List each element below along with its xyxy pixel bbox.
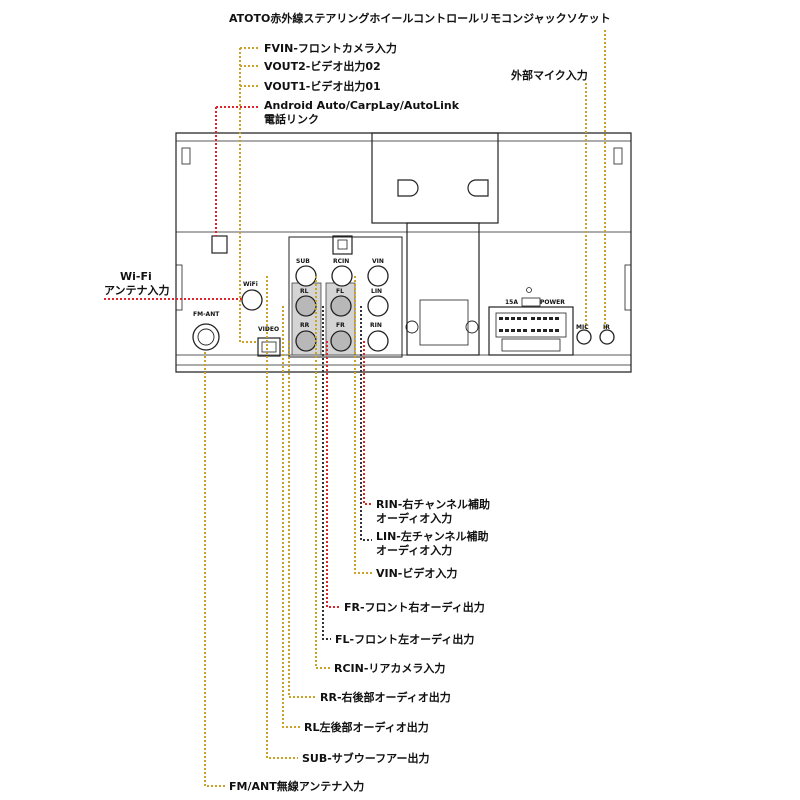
port-label-rin: RIN bbox=[370, 322, 382, 329]
port-label-vin: VIN bbox=[372, 258, 384, 265]
fm-leader bbox=[204, 352, 225, 787]
port-label-rcin: RCIN bbox=[333, 258, 350, 265]
port-label-fr: FR bbox=[336, 322, 345, 329]
port-label-rl: RL bbox=[300, 288, 309, 295]
leader-lines bbox=[104, 30, 606, 787]
port-jack-icon bbox=[332, 235, 353, 255]
power-connector bbox=[488, 306, 574, 356]
port-label-video: VIDEO bbox=[258, 326, 280, 333]
label-rin-2: オーディオ入力 bbox=[376, 512, 453, 525]
lin-leader bbox=[360, 306, 372, 541]
rin-leader bbox=[363, 341, 372, 505]
rl-leader bbox=[282, 306, 300, 728]
fl-leader bbox=[322, 306, 331, 640]
label-rcin: RCIN-リアカメラ入力 bbox=[334, 662, 446, 675]
label-vout1: VOUT1-ビデオ出力01 bbox=[264, 80, 381, 93]
port-label-fm-ant: FM-ANT bbox=[193, 311, 220, 318]
label-rr: RR-右後部オーディオ出力 bbox=[320, 691, 451, 704]
label-lin-1: LIN-左チャンネル補助 bbox=[376, 530, 489, 543]
fl-port bbox=[330, 295, 352, 317]
sub-port bbox=[295, 265, 317, 287]
label-android-auto-2: 電話リンク bbox=[264, 113, 319, 126]
unit-outline bbox=[175, 132, 632, 373]
port-label-sub: SUB bbox=[296, 258, 310, 265]
label-android-auto-1: Android Auto/CarpLay/AutoLink bbox=[264, 99, 460, 112]
rr-leader bbox=[288, 341, 316, 698]
label-rl: RL左後部オーディオ出力 bbox=[304, 721, 429, 734]
label-vout2: VOUT2-ビデオ出力02 bbox=[264, 60, 381, 73]
label-fl: FL-フロント左オーディ出力 bbox=[335, 633, 475, 646]
power-pins bbox=[499, 317, 559, 332]
rcin-leader bbox=[315, 276, 330, 669]
label-vin: VIN-ビデオ入力 bbox=[376, 567, 458, 580]
fr-leader bbox=[326, 341, 340, 608]
port-label-wifi: WiFi bbox=[243, 281, 258, 288]
label-wifi-2: アンテナ入力 bbox=[104, 284, 170, 297]
vin-leader bbox=[354, 276, 372, 574]
label-lin-2: オーディオ入力 bbox=[376, 544, 453, 557]
heatsink-block bbox=[371, 132, 499, 224]
port-label-ir: IR bbox=[603, 324, 610, 331]
label-sub: SUB-サブウーフアー出力 bbox=[302, 752, 430, 765]
video-port bbox=[257, 337, 281, 357]
label-ir-socket: ATOTO赤外線ステアリングホイールコントロールリモコンジャックソケット bbox=[229, 12, 611, 25]
rl-port bbox=[295, 295, 317, 317]
label-ext-mic: 外部マイク入力 bbox=[511, 69, 588, 82]
label-fr: FR-フロント右オーディ出力 bbox=[344, 601, 485, 614]
rcin-port bbox=[331, 265, 353, 287]
mic-port bbox=[576, 329, 592, 345]
port-label-power: POWER bbox=[540, 299, 565, 306]
port-label-mic: MIC bbox=[576, 324, 589, 331]
head-unit-body bbox=[175, 132, 632, 373]
center-connector-block bbox=[406, 222, 480, 356]
rca-ports bbox=[192, 265, 615, 352]
label-fvin: FVIN-フロントカメラ入力 bbox=[264, 42, 397, 55]
port-label-fuse: 15A bbox=[505, 299, 518, 306]
ir-port bbox=[599, 329, 615, 345]
android-auto-port bbox=[211, 235, 228, 254]
port-label-lin: LIN bbox=[371, 288, 383, 295]
sub-leader bbox=[266, 276, 298, 759]
fr-port bbox=[330, 330, 352, 352]
label-wifi-1: Wi-Fi bbox=[120, 270, 152, 283]
d-shaped-cutout-icon bbox=[397, 179, 489, 197]
wifi-port bbox=[241, 289, 263, 311]
label-fm-ant: FM/ANT無線アンテナ入力 bbox=[229, 780, 365, 793]
vin-port bbox=[367, 265, 389, 287]
rin-port bbox=[367, 330, 389, 352]
port-label-fl: FL bbox=[336, 288, 344, 295]
label-rin-1: RIN-右チャンネル補助 bbox=[376, 498, 491, 511]
fvin-vertical bbox=[239, 48, 258, 343]
rr-port bbox=[295, 330, 317, 352]
port-label-rr: RR bbox=[300, 322, 310, 329]
lin-port bbox=[367, 295, 389, 317]
